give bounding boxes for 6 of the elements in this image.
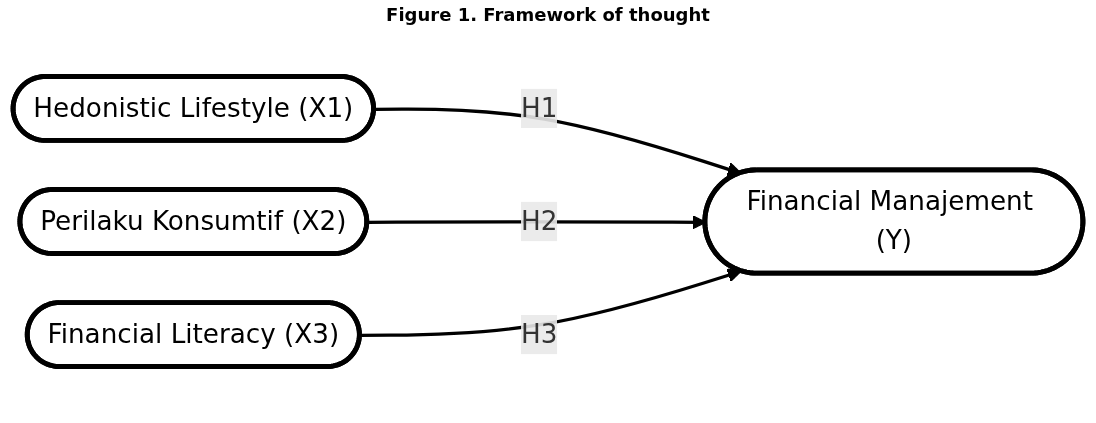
figure-title: Figure 1. Framework of thought bbox=[385, 4, 711, 25]
edge-label: H1 bbox=[521, 92, 558, 124]
arrow bbox=[374, 107, 742, 177]
edge-label: H3 bbox=[521, 318, 558, 350]
arrow bbox=[360, 268, 742, 337]
edge-label: H2 bbox=[521, 205, 558, 237]
